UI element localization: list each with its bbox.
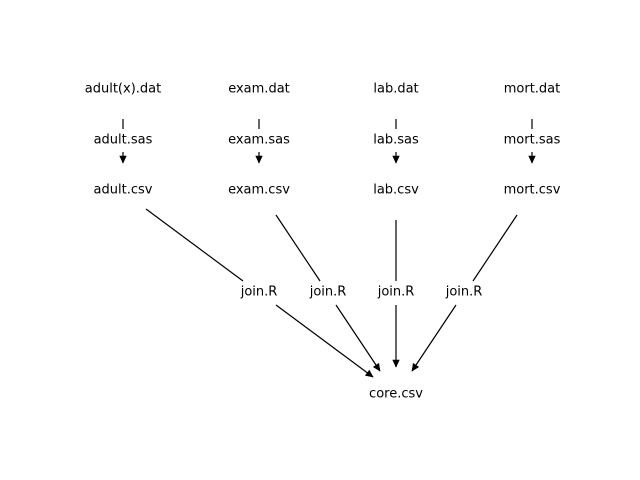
node-exam-csv: exam.csv: [228, 183, 290, 198]
node-mort-csv: mort.csv: [504, 183, 561, 198]
edge-join4-to-core_csv: [411, 304, 457, 372]
edge-adult_sas-to-adult_csv: [119, 152, 127, 164]
node-adult-sas: adult.sas: [94, 133, 153, 148]
edge-line: [335, 304, 381, 372]
edge-join3-to-core_csv: [392, 305, 400, 368]
edge-line: [275, 214, 321, 282]
edge-line: [472, 214, 518, 282]
node-join2: join.R: [309, 285, 347, 300]
node-mort-dat: mort.dat: [504, 82, 561, 97]
node-join1: join.R: [240, 285, 278, 300]
arrowhead-icon: [411, 362, 420, 372]
node-lab-sas: lab.sas: [373, 133, 419, 148]
arrowhead-icon: [392, 359, 400, 368]
node-exam-sas: exam.sas: [228, 133, 290, 148]
node-adult-dat: adult(x).dat: [85, 82, 161, 97]
edge-exam_csv-to-join2: [275, 214, 321, 282]
arrowhead-icon: [392, 155, 400, 164]
edge-mort_sas-to-mort_csv: [528, 152, 536, 164]
edge-join1-to-core_csv: [275, 304, 374, 378]
edge-line: [411, 304, 457, 372]
node-mort-sas: mort.sas: [504, 133, 561, 148]
node-core-csv: core.csv: [369, 387, 423, 402]
arrowhead-icon: [364, 369, 374, 378]
node-lab-dat: lab.dat: [373, 82, 418, 97]
edge-line: [145, 208, 244, 282]
arrowhead-icon: [528, 155, 536, 164]
node-layer: adult(x).dat exam.dat lab.dat mort.dat adult…: [85, 82, 561, 402]
edge-layer: [119, 119, 536, 378]
node-join4: join.R: [445, 285, 483, 300]
edge-lab_sas-to-lab_csv: [392, 152, 400, 164]
node-exam-dat: exam.dat: [228, 82, 290, 97]
node-adult-csv: adult.csv: [94, 183, 153, 198]
edge-join2-to-core_csv: [335, 304, 381, 372]
node-lab-csv: lab.csv: [373, 183, 419, 198]
arrowhead-icon: [255, 155, 263, 164]
arrowhead-icon: [119, 155, 127, 164]
edge-mort_csv-to-join4: [472, 214, 518, 282]
edge-exam_sas-to-exam_csv: [255, 152, 263, 164]
edge-line: [275, 304, 374, 378]
arrowhead-icon: [372, 362, 381, 372]
edge-adult_csv-to-join1: [145, 208, 244, 282]
node-join3: join.R: [377, 285, 415, 300]
